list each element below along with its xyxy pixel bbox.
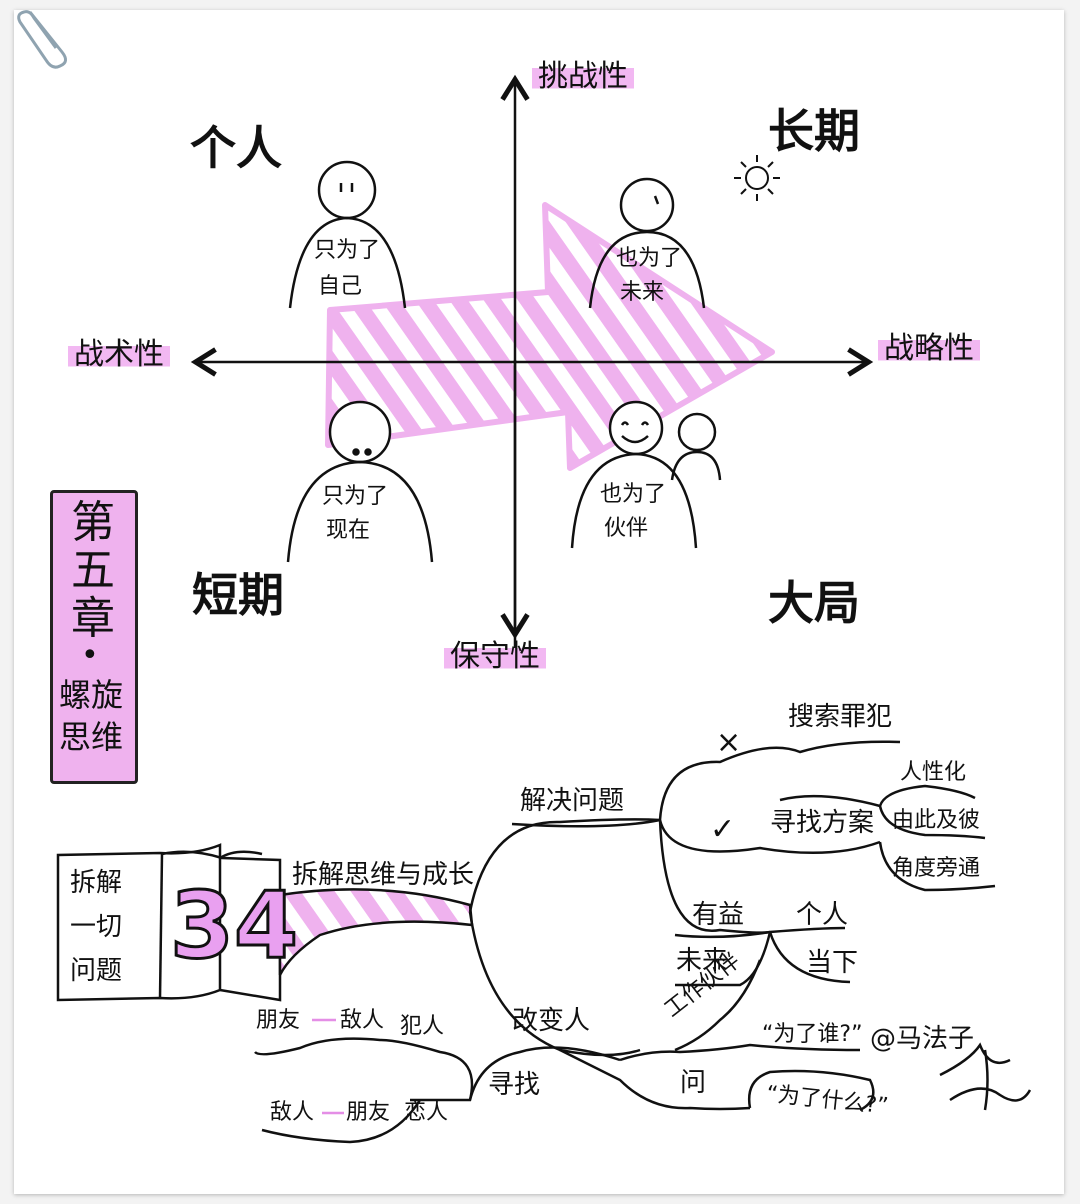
- signature: [939, 1042, 1032, 1111]
- figure-tl: [288, 160, 407, 309]
- friend-label: 朋友: [256, 1008, 301, 1033]
- root-label: 拆解思维与成长: [292, 860, 475, 890]
- figure-bl: [286, 400, 434, 563]
- sun-icon: [734, 155, 780, 201]
- chapter-dot: •: [81, 638, 99, 673]
- book-text-1: 拆解: [70, 868, 123, 898]
- criminal: 犯人: [400, 1014, 445, 1039]
- chapter-line-5: 螺旋: [59, 676, 124, 714]
- figure-tr-line2: 未来: [620, 280, 665, 305]
- figure-tr: [588, 177, 706, 309]
- figure-tr-line1: 也为了: [616, 246, 683, 271]
- figure-tl-line2: 自己: [318, 274, 363, 299]
- ask: 问: [680, 1068, 707, 1098]
- enemy-label-bottom: 敌人: [270, 1100, 315, 1125]
- axis-top: 挑战性: [532, 62, 634, 92]
- cross-mark: ×: [716, 725, 742, 760]
- axis-right: 战略性: [878, 334, 980, 364]
- chapter-char-3: 章: [71, 593, 115, 644]
- striped-branch: [278, 888, 474, 976]
- chapter-char-2: 五: [71, 545, 115, 596]
- chapter-char-1: 第: [71, 497, 115, 548]
- figure-br: [570, 400, 722, 549]
- beneficial: 有益: [692, 900, 745, 930]
- individual: 个人: [796, 900, 849, 930]
- trait-3: 角度旁通: [892, 856, 981, 881]
- figure-br-line2: 伙伴: [604, 516, 649, 541]
- chapter-tag: 第 五 章 • 螺旋 思维: [50, 490, 138, 784]
- future: 未来: [676, 946, 729, 976]
- mindmap-branches: [254, 740, 996, 1144]
- figure-bl-line1: 只为了: [322, 484, 389, 509]
- check-mark: ✓: [710, 812, 736, 847]
- present: 当下: [806, 948, 859, 978]
- figure-bl-line2: 现在: [326, 518, 371, 543]
- axis-left: 战术性: [68, 340, 170, 370]
- corner-tr: 长期: [768, 104, 860, 158]
- corner-bl: 短期: [192, 568, 284, 622]
- enemy-label-top: 敌人: [340, 1008, 385, 1033]
- search-criminal: 搜索罪犯: [788, 702, 893, 732]
- book-number: 34: [168, 872, 299, 979]
- axis-bottom: 保守性: [444, 642, 546, 672]
- find-solution: 寻找方案: [770, 808, 875, 838]
- for-whom: “为了谁?”: [762, 1022, 863, 1047]
- chapter-line-6: 思维: [59, 718, 124, 756]
- corner-tl: 个人: [190, 121, 282, 175]
- figure-tl-line1: 只为了: [314, 238, 381, 263]
- trait-1: 人性化: [900, 760, 967, 785]
- solve-problem: 解决问题: [520, 786, 625, 816]
- book-text-2: 一切: [70, 912, 123, 942]
- corner-br: 大局: [768, 576, 860, 630]
- trait-2: 由此及彼: [892, 808, 981, 833]
- book-text-3: 问题: [70, 956, 123, 986]
- friend-label-bottom: 朋友: [346, 1100, 391, 1125]
- change-people: 改变人: [512, 1006, 591, 1036]
- book-icon: [56, 843, 282, 1002]
- lover: 恋人: [404, 1100, 449, 1125]
- figure-br-line1: 也为了: [600, 482, 667, 507]
- find: 寻找: [488, 1070, 541, 1100]
- paperclip-icon: [17, 10, 67, 69]
- author-handle: @马法子: [870, 1024, 975, 1054]
